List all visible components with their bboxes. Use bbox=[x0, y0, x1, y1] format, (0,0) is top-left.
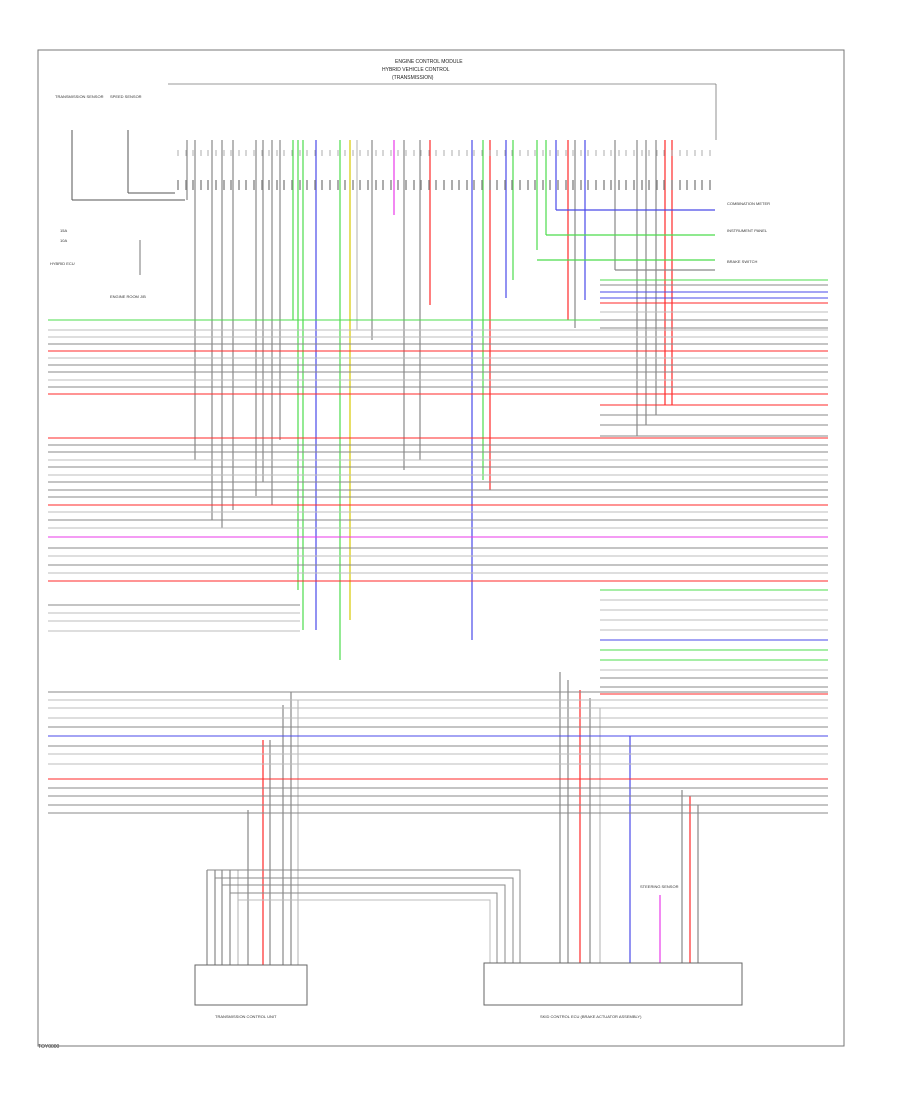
module-wire bbox=[215, 877, 514, 965]
left-fuse-1: 15A bbox=[60, 228, 67, 233]
steering-sensor-label: STEERING SENSOR bbox=[640, 884, 679, 889]
footer-code: TOY0000 bbox=[38, 1044, 60, 1050]
top-left-sensor-1-label: TRANSMISSION SENSOR bbox=[55, 94, 104, 99]
ecu-subtitle-2: (TRANSMISSION) bbox=[392, 75, 434, 81]
right-label-2: INSTRUMENT PANEL bbox=[727, 228, 768, 233]
left-note: HYBRID ECU bbox=[50, 261, 75, 266]
ecu-subtitle-1: HYBRID VEHICLE CONTROL bbox=[382, 67, 450, 73]
skid-control-ecu-box bbox=[483, 962, 743, 1006]
right-label-1: COMBINATION METER bbox=[727, 201, 770, 206]
pin-markers bbox=[177, 150, 711, 190]
transmission-control-unit-label: TRANSMISSION CONTROL UNIT bbox=[215, 1014, 277, 1019]
module-wire bbox=[222, 884, 506, 965]
vertical-wires bbox=[186, 140, 715, 965]
ecu-title: ENGINE CONTROL MODULE bbox=[395, 59, 463, 65]
left-fuse-2: 10A bbox=[60, 238, 67, 243]
module-wire bbox=[207, 869, 521, 965]
left-block: ENGINE ROOM J/B bbox=[110, 294, 146, 299]
diagram-frame bbox=[37, 49, 845, 1047]
transmission-control-unit-box bbox=[194, 964, 308, 1006]
module-wire bbox=[230, 892, 498, 965]
module-wire bbox=[238, 899, 491, 965]
top-left-sensor-2-label: SPEED SENSOR bbox=[110, 94, 142, 99]
right-label-3: BRAKE SWITCH bbox=[727, 259, 758, 264]
skid-control-ecu-label: SKID CONTROL ECU (BRAKE ACTUATOR ASSEMBL… bbox=[540, 1014, 642, 1019]
horizontal-wires bbox=[48, 279, 828, 814]
